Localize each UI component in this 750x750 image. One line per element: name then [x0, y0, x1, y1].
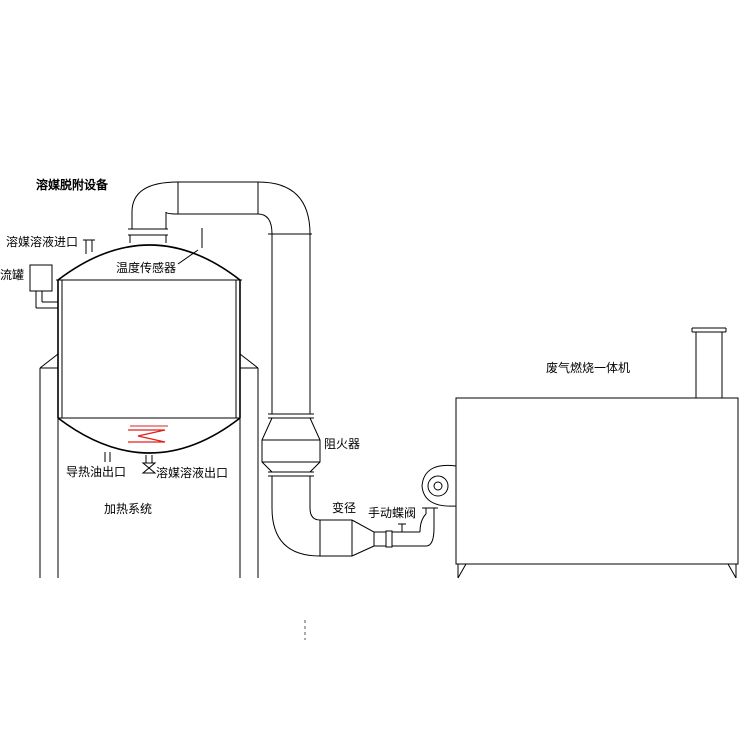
waste-gas-combustion-unit [455, 327, 739, 579]
vapor-pipe [128, 181, 314, 419]
label-reducer: 变径 [332, 501, 357, 515]
label-heating-system: 加热系统 [104, 502, 153, 516]
diagram-title: 溶媒脱附设备 [36, 178, 109, 192]
label-solvent-outlet: 溶媒溶液出口 [156, 466, 229, 480]
desorption-tank [56, 244, 242, 454]
heat-oil-outlet-pipe [104, 452, 111, 462]
solvent-inlet-nozzle [83, 239, 95, 254]
solvent-outlet-valve [141, 455, 157, 474]
label-waste-gas-unit: 废气燃烧一体机 [546, 361, 631, 375]
label-heat-oil-outlet: 导热油出口 [66, 465, 127, 479]
label-butterfly-valve: 手动蝶阀 [368, 506, 417, 520]
heater-coil [128, 425, 168, 443]
lower-pipe [271, 476, 321, 557]
tank-support-legs [39, 353, 259, 578]
label-flame-arrester: 阻火器 [324, 437, 361, 451]
label-reflux-tank: 回流罐 [0, 268, 25, 282]
reducer [320, 519, 375, 557]
butterfly-valve-pipe [374, 507, 438, 548]
label-solvent-inlet: 溶媒溶液进口 [6, 235, 79, 249]
reflux-tank [29, 264, 58, 309]
flame-arrester [261, 417, 321, 477]
label-temp-sensor: 温度传感器 [116, 261, 177, 275]
blower-fan [421, 464, 457, 507]
temp-sensor-probe [177, 228, 203, 265]
